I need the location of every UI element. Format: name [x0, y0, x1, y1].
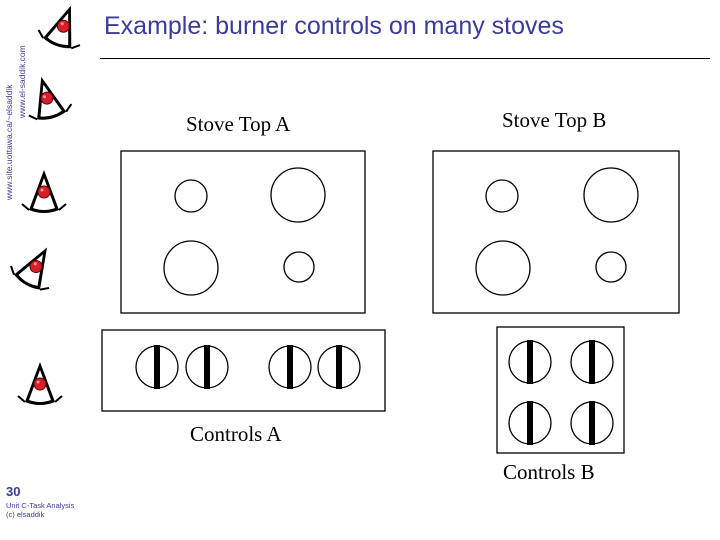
burner-a-back-left [174, 179, 208, 213]
title-divider [100, 58, 710, 59]
control-knob-b3 [508, 401, 552, 445]
burner-a-front-left [163, 240, 219, 296]
stove-top-a-panel [120, 150, 366, 314]
footer-unit: Unit C-Task Analysis [6, 501, 75, 510]
footer-copyright: (c) elsaddik [6, 510, 45, 519]
burner-b-back-left [485, 179, 519, 213]
control-knob-a2 [185, 345, 229, 389]
controls-b-panel [496, 326, 625, 454]
control-knob-a3 [268, 345, 312, 389]
label-controls-b: Controls B [503, 460, 595, 484]
label-controls-a: Controls A [190, 422, 282, 446]
control-knob-a4 [317, 345, 361, 389]
control-knob-b1 [508, 340, 552, 384]
burner-b-front-right [595, 251, 627, 283]
control-knob-b2 [570, 340, 614, 384]
slide-title: Example: burner controls on many stoves [104, 12, 564, 40]
burner-b-front-left [475, 240, 531, 296]
label-stove-top-b: Stove Top B [502, 108, 607, 132]
stove-top-b-panel [432, 150, 680, 314]
burner-a-front-right [283, 251, 315, 283]
control-knob-b4 [570, 401, 614, 445]
burner-b-back-right [583, 167, 639, 223]
control-knob-a1 [135, 345, 179, 389]
label-stove-top-a: Stove Top A [186, 112, 291, 136]
burner-a-back-right [270, 167, 326, 223]
slide-number: 30 [6, 484, 21, 499]
controls-a-panel [101, 329, 386, 412]
